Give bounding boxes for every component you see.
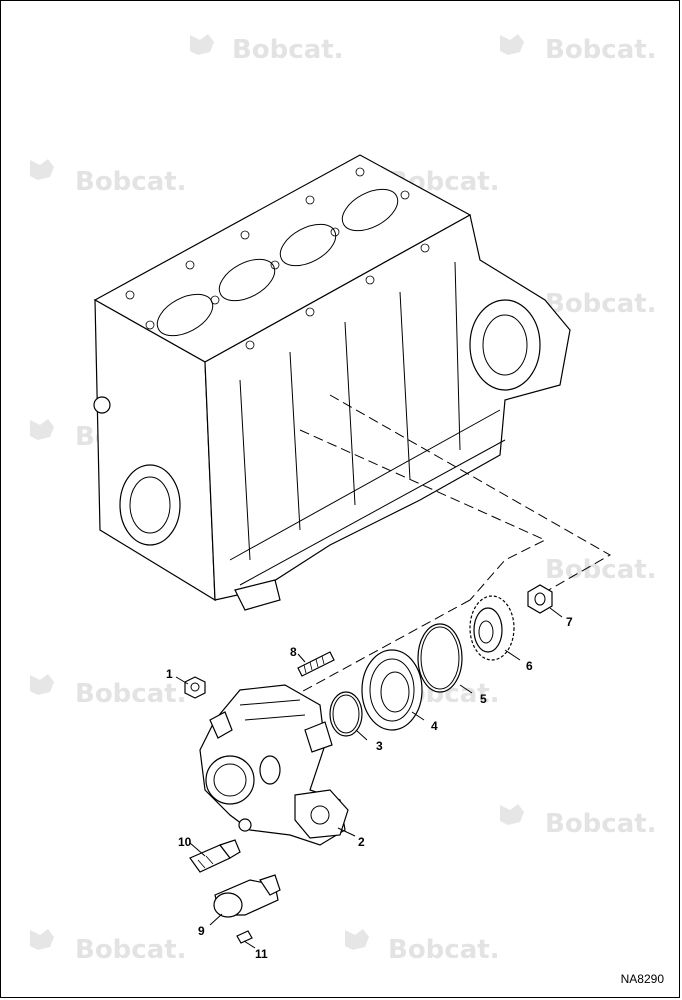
- watermark-text: Bobcat.: [545, 555, 657, 585]
- part-6-gear: [469, 595, 515, 661]
- watermark-logo: Bobcat.: [30, 159, 187, 197]
- watermark-text: Bobcat.: [545, 289, 657, 319]
- part-1-plug: [184, 676, 206, 699]
- gear-case-opening: [469, 299, 541, 391]
- watermark-logo: Bobcat.: [545, 555, 657, 585]
- watermark-logo: Bobcat.: [30, 929, 187, 965]
- part-5-o-ring: [417, 623, 463, 693]
- watermark-text: Bobcat.: [388, 935, 500, 965]
- leader-lines: [175, 607, 563, 949]
- watermark-text: Bobcat.: [75, 167, 187, 197]
- fuel-pump-assembly: [199, 684, 349, 846]
- watermark-text: Bobcat.: [75, 679, 187, 709]
- watermark-logo: Bobcat.: [500, 804, 657, 839]
- callout-3: 3: [376, 739, 383, 753]
- callout-2: 2: [358, 835, 365, 849]
- watermark-text: Bobcat.: [75, 935, 187, 965]
- callout-11: 11: [255, 947, 268, 961]
- callout-4: 4: [431, 719, 438, 733]
- part-8-stud: [297, 651, 335, 677]
- deck-bolt-holes: [125, 167, 430, 350]
- watermark-logo: Bobcat.: [500, 34, 657, 65]
- figure-id: NA8290: [620, 972, 664, 986]
- callouts: 1 2 3 4 5 6 7 8 9 10 11: [166, 615, 573, 961]
- callout-6: 6: [526, 659, 533, 673]
- watermark-logo: Bobcat.: [545, 289, 657, 319]
- watermark-logo: Bobcat.: [190, 34, 344, 65]
- callout-7: 7: [566, 615, 573, 629]
- part-7-nut: [527, 584, 553, 614]
- engine-block: [93, 154, 571, 611]
- watermark-text: Bobcat.: [545, 809, 657, 839]
- part-10-sensor: [189, 839, 241, 873]
- crankshaft-seal-bore: [119, 464, 181, 546]
- pump-cover: [205, 755, 255, 805]
- part-11-screw: [236, 930, 253, 944]
- callout-1: 1: [166, 667, 173, 681]
- watermark-text: Bobcat.: [545, 35, 657, 65]
- watermark-logo: Bobcat.: [30, 674, 187, 709]
- part-3-o-ring: [329, 691, 363, 737]
- callout-8: 8: [290, 645, 297, 659]
- callout-10: 10: [178, 835, 192, 849]
- watermark-text: Bobcat.: [232, 35, 344, 65]
- watermark-logo: Bobcat.: [345, 929, 500, 965]
- part-9-actuator: [213, 874, 281, 918]
- assembly-lines: [249, 394, 612, 721]
- callout-9: 9: [198, 924, 205, 938]
- callout-5: 5: [480, 692, 487, 706]
- part-4-seal: [361, 649, 423, 731]
- part-2-valve: [294, 789, 349, 839]
